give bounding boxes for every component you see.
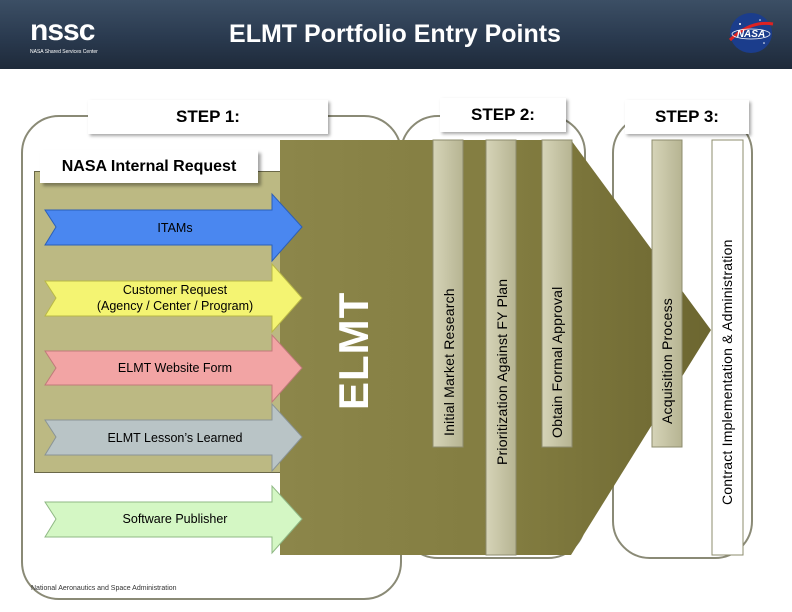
bar-contract-implementation	[711, 139, 744, 556]
nssc-logo: nssc NASA Shared Services Center	[26, 14, 116, 58]
nssc-logo-subtext: NASA Shared Services Center	[30, 49, 98, 55]
bar-initial-market-research	[432, 139, 464, 448]
website-form-label: ELMT Website Form	[117, 361, 233, 375]
nasa-internal-request-header: NASA Internal Request	[40, 150, 258, 183]
customer-request-line1: Customer Request	[122, 283, 228, 297]
bar-acquisition-process	[651, 139, 683, 448]
arrow-website-form	[44, 333, 303, 404]
nssc-logo-text: nssc	[30, 14, 95, 47]
step-prioritization-fy-plan: Prioritization Against FY Plan	[494, 278, 510, 465]
bar-prioritization	[485, 139, 517, 556]
arrow-itams	[44, 192, 303, 263]
page-title: ELMT Portfolio Entry Points	[229, 20, 561, 48]
step-initial-market-research: Initial Market Research	[441, 288, 457, 436]
customer-request-line2: (Agency / Center / Program)	[96, 299, 254, 313]
footer-text: National Aeronautics and Space Administr…	[31, 585, 177, 592]
itams-label: ITAMs	[157, 221, 193, 235]
software-publisher-label: Software Publisher	[122, 512, 228, 526]
nasa-logo-text: NASA	[737, 29, 765, 40]
elmt-label: ELMT	[330, 291, 377, 410]
step2-label: STEP 2:	[440, 98, 566, 132]
bar-formal-approval	[541, 139, 573, 448]
lessons-learned-label: ELMT Lesson’s Learned	[107, 431, 243, 445]
arrow-customer-request	[44, 262, 303, 334]
step1-label: STEP 1:	[88, 100, 328, 134]
nasa-logo-icon: NASA	[728, 13, 774, 53]
arrow-lessons-learned	[44, 402, 303, 473]
step-formal-approval: Obtain Formal Approval	[549, 286, 565, 438]
step-acquisition-process: Acquisition Process	[659, 298, 675, 424]
arrow-software-publisher	[44, 484, 303, 555]
step-contract-implementation: Contract Implementation & Administration	[719, 239, 735, 505]
header-banner: nssc NASA Shared Services Center ELMT Po…	[0, 0, 792, 69]
customer-request-label: Customer Request (Agency / Center / Prog…	[60, 282, 290, 314]
step3-label: STEP 3:	[625, 100, 749, 134]
